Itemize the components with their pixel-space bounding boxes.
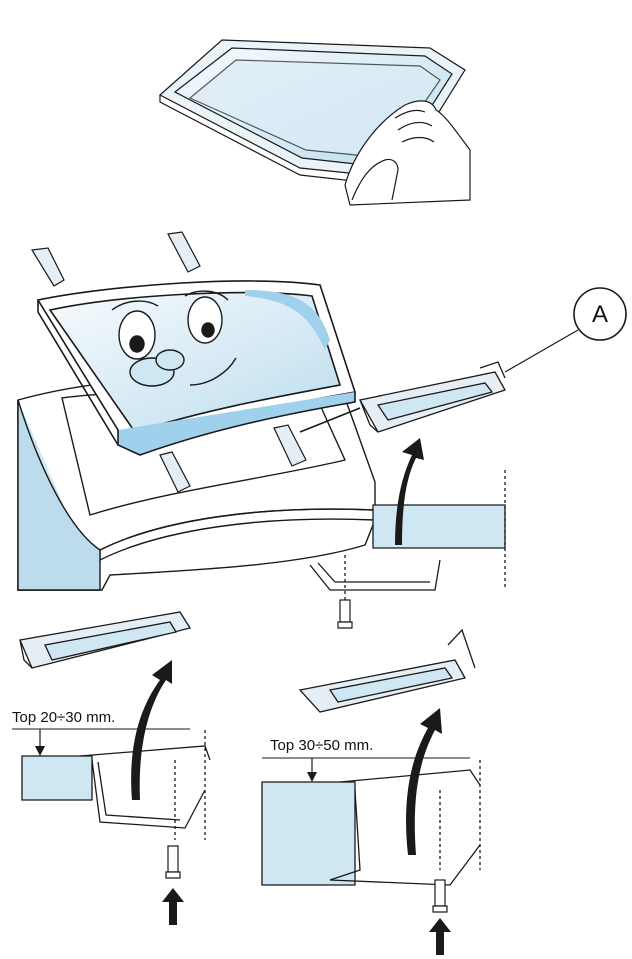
gasket-application-illustration [158,39,471,206]
worktop-section-right-detail [261,760,481,886]
callout-a-letter: A [592,301,608,328]
right-depth-label: Top 30÷50 mm. [270,737,373,754]
worktop-section-left [21,730,211,840]
smiley-face [111,290,237,387]
clip-right-detail [298,628,476,713]
curved-arrow-right [406,708,442,855]
screw-center [337,599,353,629]
screw-left [165,845,181,879]
worktop-section-right [309,470,506,600]
callout-a: A [504,287,627,373]
screw-right [432,879,448,913]
top-fixing-clips [31,231,307,493]
push-arrow-right [429,918,451,955]
clip-left-detail [19,611,192,669]
curved-arrow-left [131,660,172,800]
clip-a-detail [358,361,506,433]
curved-arrow-up [395,438,424,545]
clip-pointer-line [299,407,361,433]
push-arrow-left [162,888,184,925]
left-depth-label: Top 20÷30 mm. [12,709,115,726]
